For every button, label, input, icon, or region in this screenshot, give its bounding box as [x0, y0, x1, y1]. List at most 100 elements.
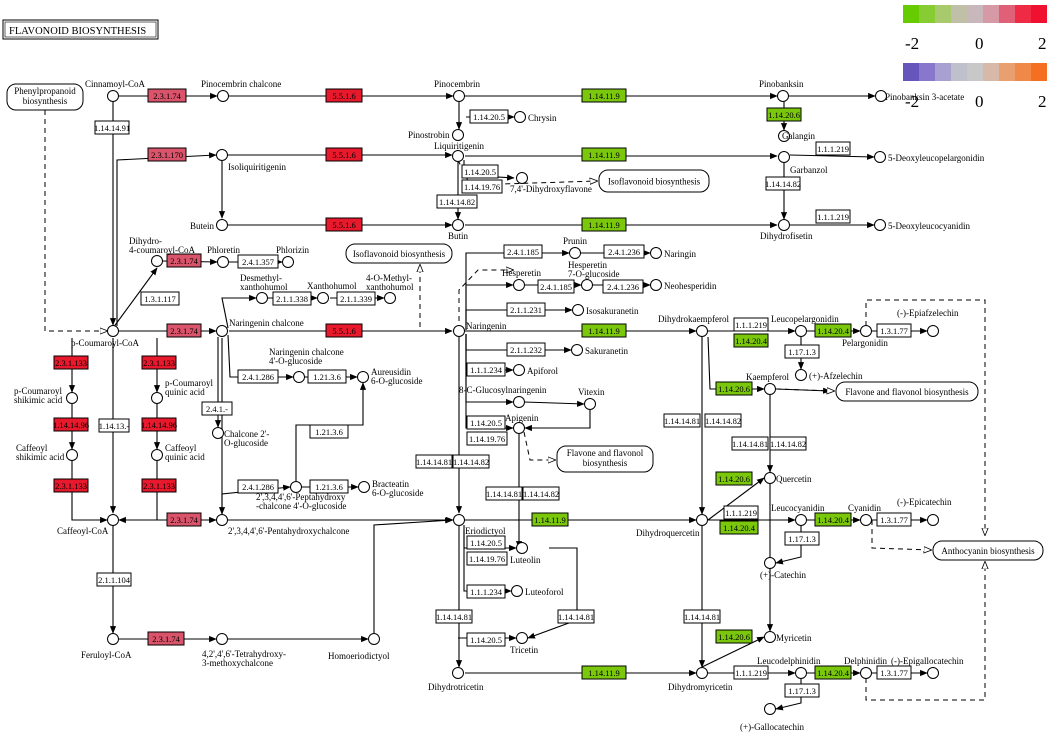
enzyme-box[interactable] — [876, 512, 912, 527]
enzyme-box[interactable] — [166, 512, 202, 527]
compound-node[interactable] — [764, 703, 776, 715]
enzyme-box[interactable] — [581, 665, 627, 680]
enzyme-box[interactable] — [53, 478, 89, 493]
enzyme-box[interactable] — [466, 415, 506, 430]
compound-node[interactable] — [860, 667, 872, 679]
compound-node[interactable] — [764, 472, 776, 484]
enzyme-box[interactable] — [506, 302, 546, 317]
compound-node[interactable] — [452, 129, 464, 141]
enzyme-box[interactable] — [506, 342, 546, 357]
pathway-box[interactable] — [6, 83, 84, 111]
compound-node[interactable] — [860, 325, 872, 337]
enzyme-box[interactable] — [581, 217, 627, 232]
enzyme-box[interactable] — [141, 417, 177, 432]
enzyme-box[interactable] — [166, 323, 202, 338]
enzyme-box[interactable] — [765, 176, 801, 191]
compound-node[interactable] — [514, 111, 526, 123]
compound-node[interactable] — [107, 514, 119, 526]
enzyme-box[interactable] — [141, 355, 177, 370]
compound-node[interactable] — [875, 90, 887, 102]
compound-node[interactable] — [795, 514, 807, 526]
compound-node[interactable] — [513, 422, 525, 434]
compound-node[interactable] — [516, 172, 528, 184]
enzyme-box[interactable] — [469, 109, 509, 124]
enzyme-box[interactable] — [141, 478, 177, 493]
enzyme-box[interactable] — [237, 254, 279, 269]
enzyme-box[interactable] — [733, 333, 769, 348]
compound-node[interactable] — [452, 219, 464, 231]
enzyme-box[interactable] — [461, 164, 499, 179]
enzyme-box[interactable] — [683, 609, 721, 624]
enzyme-box[interactable] — [325, 217, 363, 232]
compound-node[interactable] — [151, 255, 163, 267]
compound-node[interactable] — [584, 398, 596, 410]
enzyme-box[interactable] — [503, 244, 543, 259]
compound-node[interactable] — [572, 304, 584, 316]
enzyme-box[interactable] — [719, 520, 759, 535]
pathway-box[interactable] — [598, 169, 710, 193]
enzyme-box[interactable] — [436, 194, 478, 209]
enzyme-box[interactable] — [581, 323, 627, 338]
enzyme-box[interactable] — [723, 505, 759, 520]
compound-node[interactable] — [927, 325, 939, 337]
enzyme-box[interactable] — [784, 344, 820, 359]
enzyme-box[interactable] — [485, 486, 523, 501]
pathway-box[interactable] — [556, 445, 654, 473]
enzyme-box[interactable] — [766, 107, 802, 122]
enzyme-box[interactable] — [876, 665, 912, 680]
enzyme-box[interactable] — [814, 665, 852, 680]
compound-node[interactable] — [453, 514, 465, 526]
compound-node[interactable] — [513, 364, 525, 376]
compound-node[interactable] — [107, 325, 119, 337]
compound-node[interactable] — [217, 90, 229, 102]
enzyme-box[interactable] — [53, 355, 89, 370]
enzyme-box[interactable] — [325, 323, 363, 338]
compound-node[interactable] — [151, 449, 163, 461]
compound-node[interactable] — [256, 292, 268, 304]
compound-node[interactable] — [569, 247, 581, 259]
enzyme-box[interactable] — [784, 531, 820, 546]
enzyme-box[interactable] — [769, 436, 807, 451]
compound-node[interactable] — [511, 585, 523, 597]
enzyme-box[interactable] — [876, 323, 912, 338]
compound-node[interactable] — [874, 151, 886, 163]
compound-node[interactable] — [513, 279, 525, 291]
compound-node[interactable] — [453, 325, 465, 337]
compound-node[interactable] — [571, 344, 583, 356]
enzyme-box[interactable] — [452, 454, 490, 469]
enzyme-box[interactable] — [461, 179, 503, 194]
enzyme-box[interactable] — [581, 88, 627, 103]
pathway-box[interactable] — [835, 381, 979, 402]
compound-node[interactable] — [212, 427, 224, 439]
enzyme-box[interactable] — [415, 454, 453, 469]
compound-node[interactable] — [860, 514, 872, 526]
compound-node[interactable] — [764, 631, 776, 643]
enzyme-box[interactable] — [94, 120, 130, 135]
compound-node[interactable] — [513, 396, 525, 408]
compound-node[interactable] — [778, 151, 790, 163]
compound-node[interactable] — [452, 150, 464, 162]
enzyme-box[interactable] — [466, 632, 506, 647]
enzyme-box[interactable] — [715, 471, 753, 486]
enzyme-box[interactable] — [237, 479, 279, 494]
compound-node[interactable] — [358, 481, 370, 493]
compound-node[interactable] — [66, 392, 78, 404]
enzyme-box[interactable] — [466, 362, 506, 377]
compound-node[interactable] — [216, 149, 228, 161]
enzyme-box[interactable] — [201, 401, 233, 416]
enzyme-box[interactable] — [815, 209, 851, 224]
enzyme-box[interactable] — [557, 609, 595, 624]
enzyme-box[interactable] — [166, 253, 202, 268]
enzyme-box[interactable] — [733, 317, 769, 332]
compound-node[interactable] — [293, 371, 305, 383]
enzyme-box[interactable] — [733, 665, 769, 680]
enzyme-box[interactable] — [309, 424, 349, 439]
compound-node[interactable] — [778, 219, 790, 231]
enzyme-box[interactable] — [531, 512, 569, 527]
enzyme-box[interactable] — [307, 369, 347, 384]
enzyme-box[interactable] — [466, 551, 508, 566]
compound-node[interactable] — [874, 219, 886, 231]
compound-node[interactable] — [453, 90, 465, 102]
compound-node[interactable] — [650, 247, 662, 259]
enzyme-box[interactable] — [814, 323, 852, 338]
